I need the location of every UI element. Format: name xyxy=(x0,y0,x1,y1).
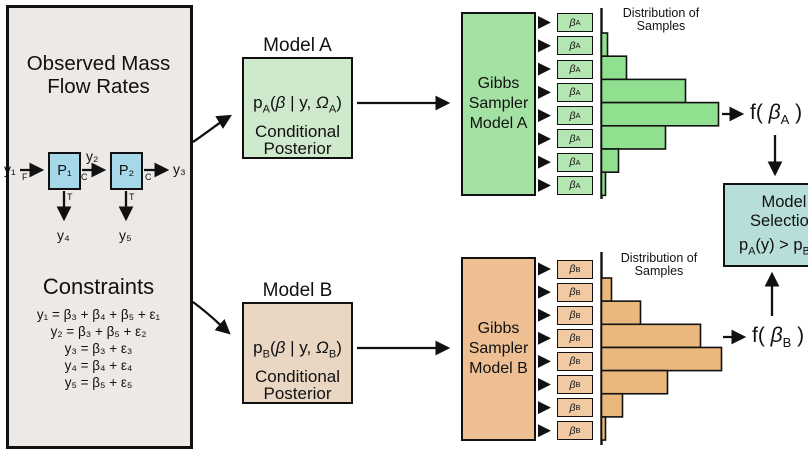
process-node-p2: P₂ xyxy=(110,152,143,190)
constraint-equations: y₁ = β₃ + β₄ + β₅ + ε₁ y₂ = β₃ + β₅ + ε₂… xyxy=(8,306,189,391)
equation-1: y₁ = β₃ + β₄ + β₅ + ε₁ xyxy=(36,307,161,322)
f-beta-a-label: f( βA ) xyxy=(750,101,803,128)
model-a-subtitle1: Conditional xyxy=(254,122,341,141)
flow-output-label: y₃ xyxy=(173,161,186,177)
equation-2: y₂ = β₃ + β₅ + ε₂ xyxy=(50,324,147,339)
hist-a-bar xyxy=(600,148,620,174)
flow-label-t2: T xyxy=(129,192,135,202)
flow-down2-label: y₅ xyxy=(119,227,132,243)
flow-label-f: F xyxy=(22,172,28,182)
constraints-title: Constraints xyxy=(42,274,155,299)
gibbs-b-line2: Sampler xyxy=(468,340,529,357)
gibbs-sampler-b-box: Gibbs Sampler Model B xyxy=(461,257,536,441)
panel-title: Observed Mass Flow Rates xyxy=(10,52,187,98)
model-b-subtitle2: Posterior xyxy=(263,384,332,403)
model-b-formula: pB(β | y, ΩB) xyxy=(253,338,342,361)
flow-label-t1: T xyxy=(67,192,73,202)
hist-b-bar xyxy=(600,369,669,395)
gibbs-a-line1: Gibbs xyxy=(477,75,520,92)
hist-a-bar xyxy=(600,101,720,127)
hist-b-bar xyxy=(600,300,642,326)
flow-input-label: y₁ xyxy=(4,161,16,177)
panel-title-line2: Flow Rates xyxy=(47,75,150,98)
gibbs-sampler-a-box: Gibbs Sampler Model A xyxy=(461,12,536,196)
hist-a-title: Distribution of Samples xyxy=(622,6,700,33)
gibbs-b-line3: Model B xyxy=(469,360,528,377)
hist-b-bar xyxy=(600,416,607,441)
f-beta-b-label: f( βB ) xyxy=(752,324,805,351)
selection-formula: pA(y) > pB(y) xyxy=(739,236,808,258)
model-selection-box: Model Selection pA(y) > pB(y) xyxy=(723,183,808,267)
model-a-title: Model A xyxy=(263,35,332,56)
hist-b-bar xyxy=(600,277,613,302)
hist-a-bar xyxy=(600,171,607,197)
hist-a-bar xyxy=(600,78,687,104)
equation-4: y₄ = β₄ + ε₄ xyxy=(64,358,133,373)
model-a-subtitle2: Posterior xyxy=(263,139,332,158)
hist-a-bar xyxy=(600,32,609,58)
hist-b-bar xyxy=(600,323,702,349)
equation-5: y₅ = β₅ + ε₅ xyxy=(64,375,133,390)
panel-title-line1: Observed Mass xyxy=(26,52,171,75)
hist-a-bar xyxy=(600,125,667,150)
selection-line2: Selection xyxy=(750,212,808,230)
model-b-title: Model B xyxy=(262,280,333,301)
hist-b-bar xyxy=(600,392,624,418)
hist-b-bar xyxy=(600,346,723,372)
equation-3: y₃ = β₃ + ε₃ xyxy=(64,341,133,356)
gibbs-b-line1: Gibbs xyxy=(477,320,520,337)
hist-a-bar xyxy=(600,55,628,81)
gibbs-a-line3: Model A xyxy=(469,115,528,132)
model-b-subtitle1: Conditional xyxy=(254,367,341,386)
flow-label-c1: C xyxy=(81,172,88,182)
flow-down1-label: y₄ xyxy=(57,227,70,243)
process-node-p1: P₁ xyxy=(48,152,81,190)
hist-b-title: Distribution of Samples xyxy=(620,251,698,278)
selection-line1: Model xyxy=(761,193,807,211)
flow-label-c2: C xyxy=(145,172,152,182)
gibbs-a-line2: Sampler xyxy=(468,95,529,112)
arrow-panel-to-model-a xyxy=(192,114,232,143)
model-a-formula: pA(β | y, ΩA) xyxy=(253,93,342,116)
model-b-box: pB(β | y, ΩB) Conditional Posterior xyxy=(242,302,353,404)
model-a-box: pA(β | y, ΩA) Conditional Posterior xyxy=(242,57,353,159)
observed-data-panel xyxy=(6,5,193,449)
flow-mid-label: y₂ xyxy=(86,148,99,164)
arrow-panel-to-model-b xyxy=(192,301,231,335)
